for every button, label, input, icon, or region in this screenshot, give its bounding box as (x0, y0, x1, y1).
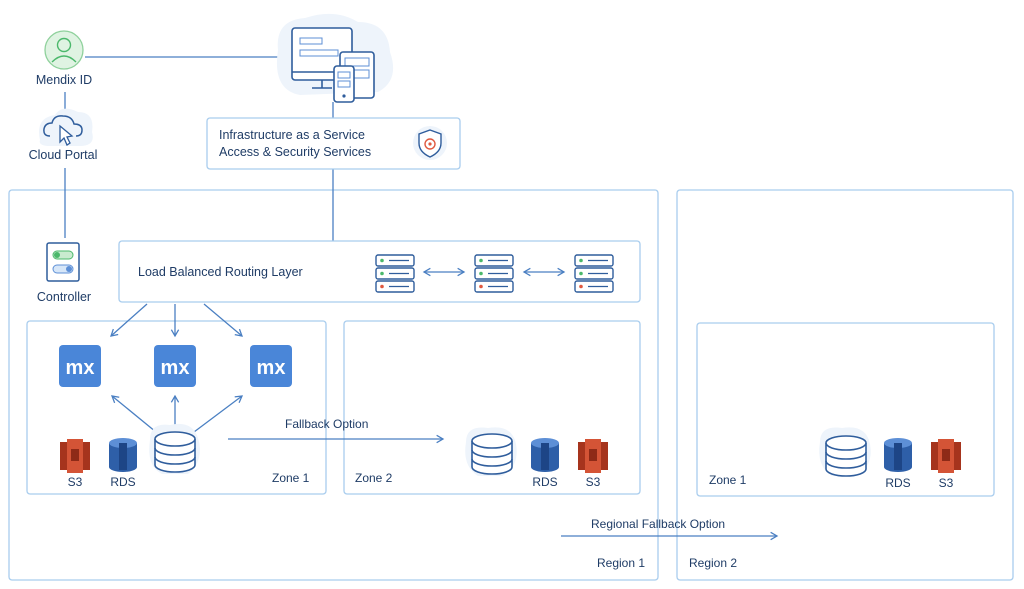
database-icon (154, 431, 196, 473)
server-icon (574, 254, 614, 293)
r1-zone2-label: Zone 2 (355, 471, 393, 485)
rds-icon (109, 438, 137, 472)
region1-zone2-box (343, 320, 641, 495)
rds-icon (531, 438, 559, 472)
iaas-line2: Access & Security Services (219, 145, 371, 159)
controller: Controller (37, 242, 91, 304)
s3-icon (578, 439, 608, 473)
r1-zone1-label: Zone 1 (272, 471, 310, 485)
route-arrow (203, 303, 243, 337)
mendix-id: Mendix ID (36, 30, 92, 87)
controller-toggle-icon (46, 242, 80, 282)
mx-logo-text: mx (161, 357, 190, 379)
database-icon (825, 435, 867, 477)
routing-layer: Load Balanced Routing Layer (118, 240, 641, 303)
s3-icon (931, 439, 961, 473)
routing-layer-label: Load Balanced Routing Layer (138, 265, 303, 279)
controller-label: Controller (37, 290, 91, 304)
rds-label: RDS (885, 476, 910, 490)
r1z2-storage: RDS S3 (465, 427, 608, 489)
route-arrow (110, 303, 148, 337)
security-shield-icon (413, 126, 447, 160)
r2z1-storage: RDS S3 (819, 427, 961, 490)
r2-zone1-label: Zone 1 (709, 473, 747, 487)
region-1-label: Region 1 (597, 556, 645, 570)
user-avatar-icon (44, 30, 84, 70)
s3-label: S3 (68, 475, 83, 489)
s3-label: S3 (939, 476, 954, 490)
rds-icon (884, 438, 912, 472)
db-arrow (111, 395, 157, 433)
rds-label: RDS (532, 475, 557, 489)
rds-label: RDS (110, 475, 135, 489)
mx-logo-text: mx (257, 357, 286, 379)
s3-icon (60, 439, 90, 473)
mx-logo-text: mx (66, 357, 95, 379)
mx-app: mx (250, 345, 292, 387)
phone-icon (333, 65, 355, 103)
server-icon (375, 254, 415, 293)
mx-app: mx (59, 345, 101, 387)
region2-zone1-box (696, 322, 995, 497)
server-icon (474, 254, 514, 293)
cloud-cursor-icon (43, 115, 83, 146)
mx-app: mx (154, 345, 196, 387)
mendix-id-label: Mendix ID (36, 73, 92, 87)
infrastructure-services: Infrastructure as a Service Access & Sec… (206, 117, 461, 170)
cloud-portal-label: Cloud Portal (29, 148, 98, 162)
s3-label: S3 (586, 475, 601, 489)
database-icon (471, 433, 513, 475)
fallback-label: Fallback Option (285, 417, 368, 431)
iaas-line1: Infrastructure as a Service (219, 128, 365, 142)
r1z1-storage: S3 RDS (60, 423, 201, 489)
cloud-portal: Cloud Portal (29, 108, 98, 162)
db-arrow (193, 395, 244, 433)
region-2-label: Region 2 (689, 556, 737, 570)
client-devices (276, 13, 394, 103)
regional-fallback-label: Regional Fallback Option (591, 517, 725, 531)
